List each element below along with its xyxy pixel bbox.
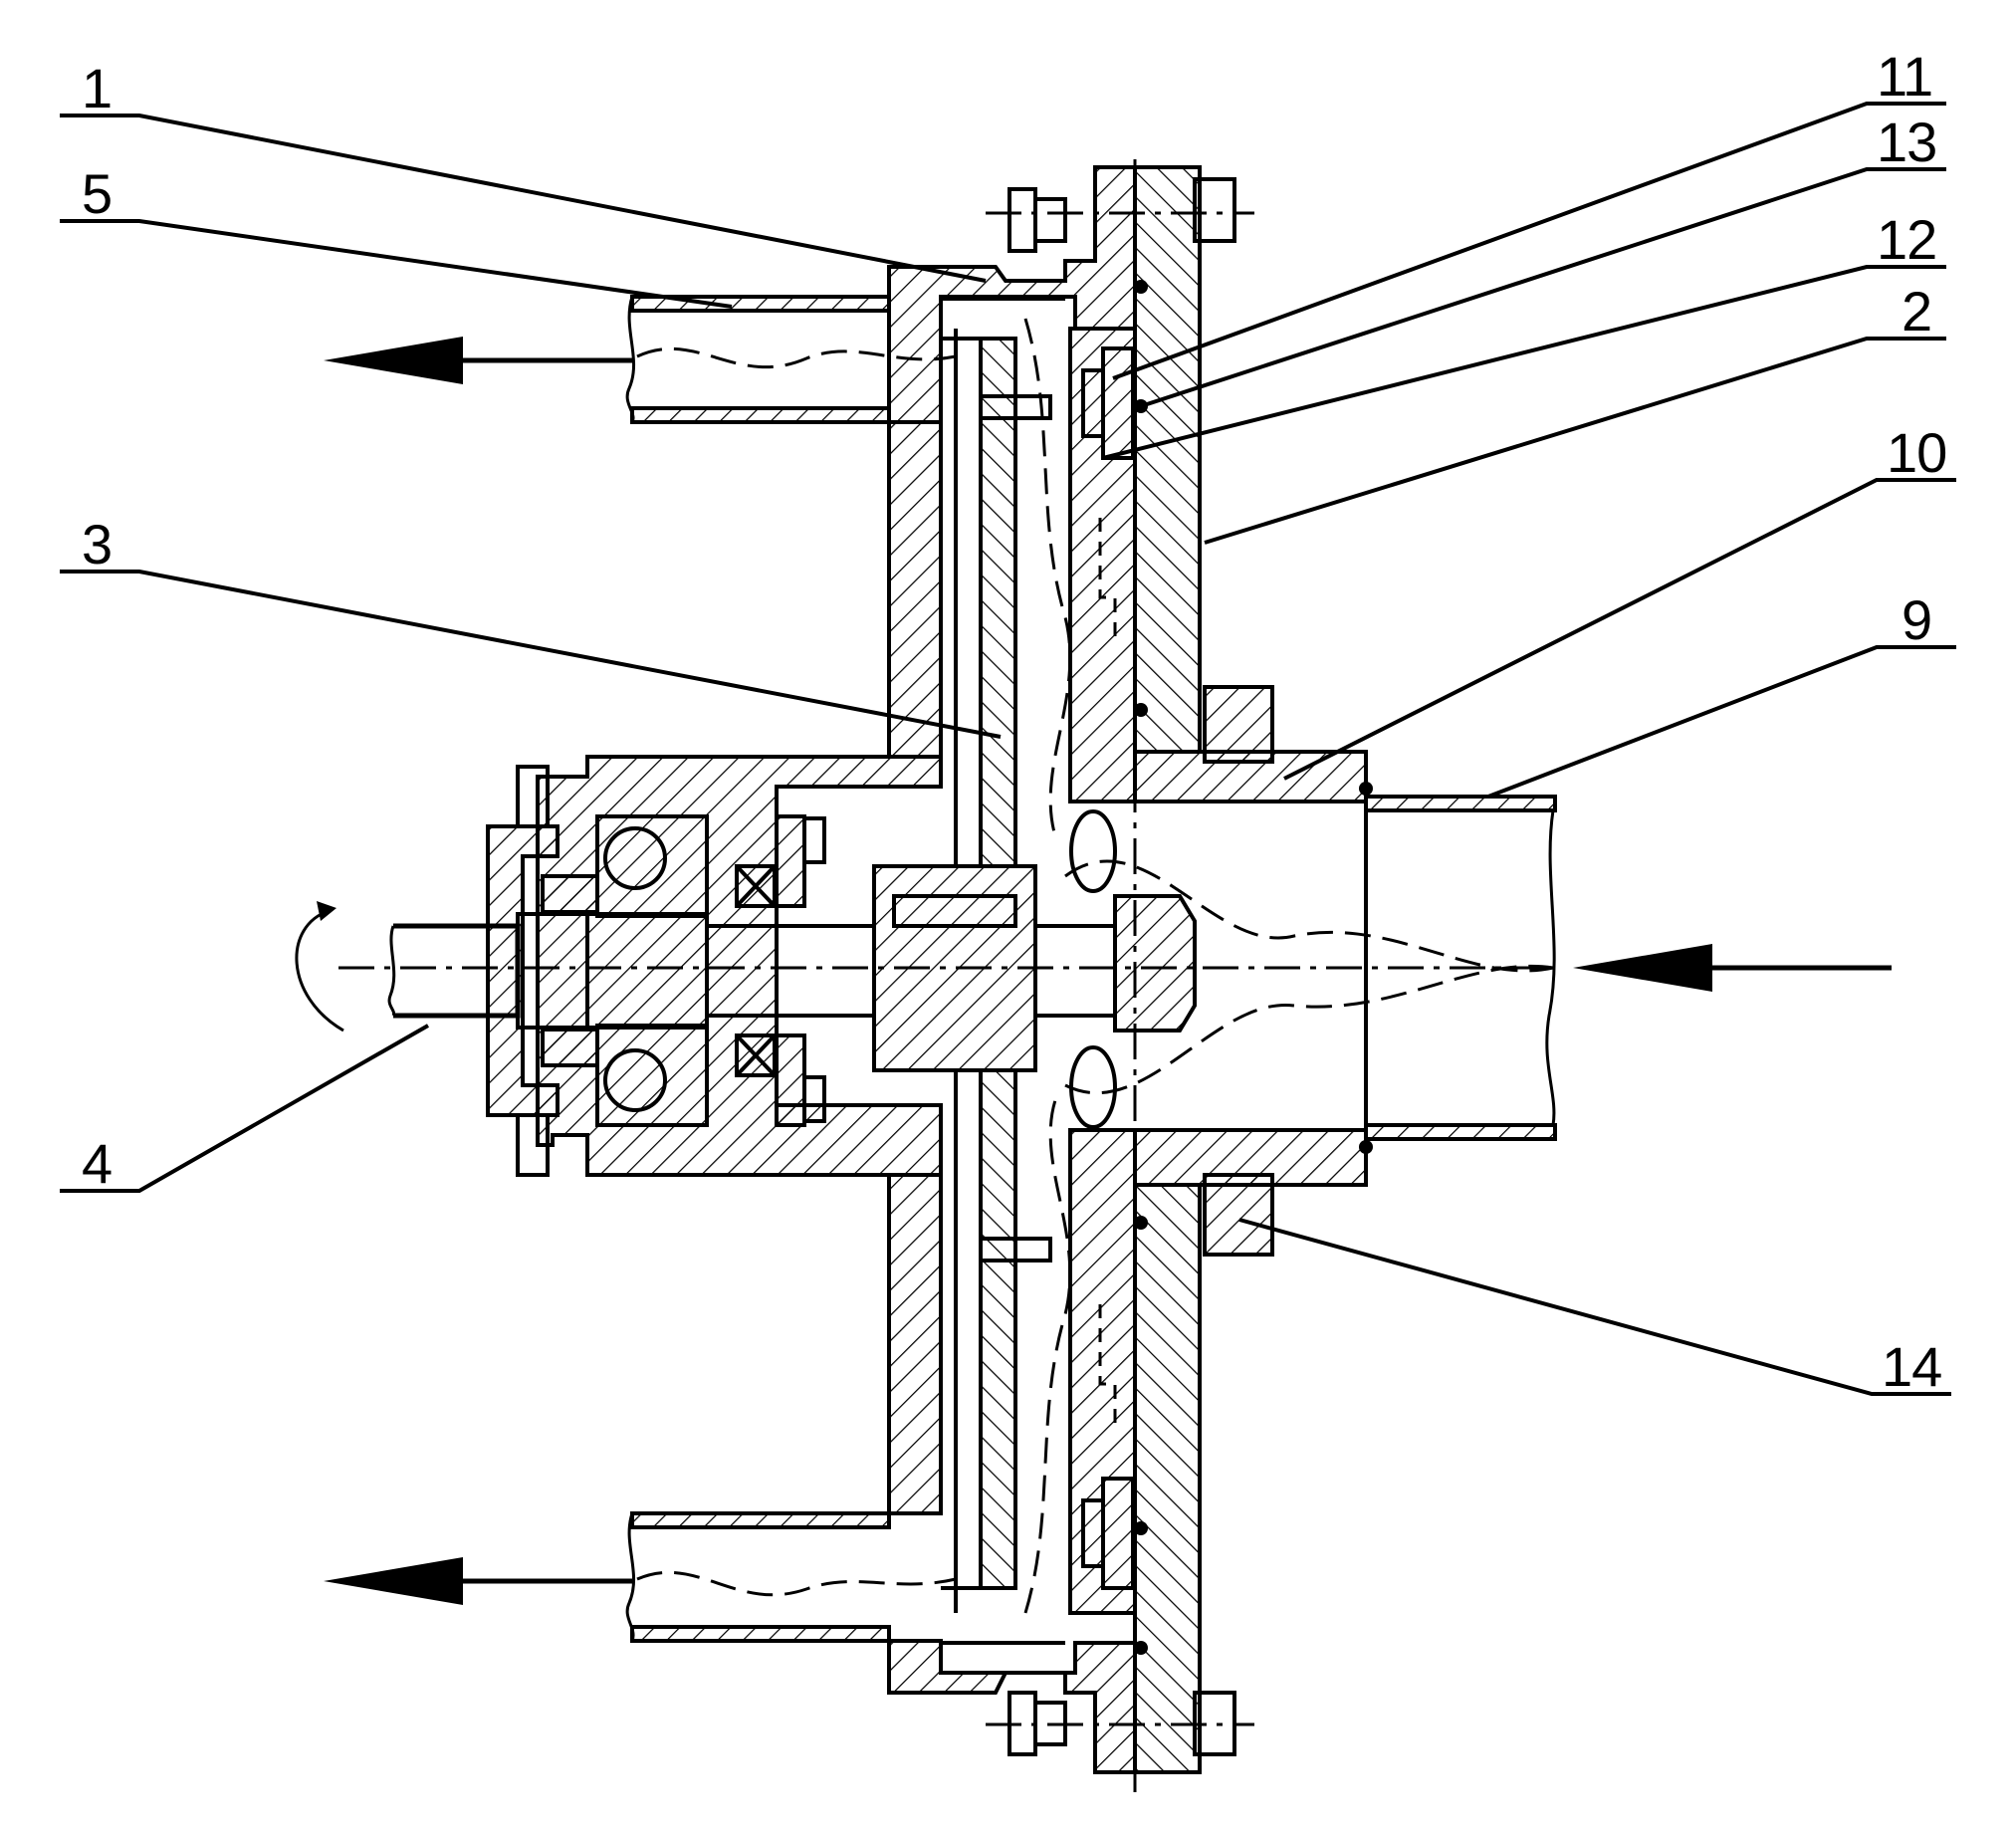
label-5: 5 bbox=[82, 162, 112, 225]
label-3: 3 bbox=[82, 513, 112, 575]
impeller-eye-vanes bbox=[1069, 809, 1117, 1129]
inlet-pipe-part-9 bbox=[1064, 795, 1557, 1141]
seal-pad-top bbox=[1081, 346, 1135, 460]
label-1: 1 bbox=[82, 57, 112, 119]
outlet-pipe-bottom bbox=[625, 1511, 957, 1643]
label-14: 14 bbox=[1882, 1335, 1941, 1398]
label-9: 9 bbox=[1902, 588, 1931, 651]
seal-pad-bottom bbox=[1081, 1477, 1135, 1590]
label-13: 13 bbox=[1877, 111, 1936, 173]
casing-part-1 bbox=[536, 165, 1137, 1774]
label-10: 10 bbox=[1887, 421, 1946, 484]
part-labels: 1 5 3 4 11 13 12 2 10 9 14 bbox=[82, 45, 1947, 1398]
label-4: 4 bbox=[82, 1132, 112, 1195]
flow-arrow-outlet-top bbox=[324, 337, 632, 384]
flow-arrow-outlet-bottom bbox=[324, 1557, 632, 1605]
bearing-assembly bbox=[486, 765, 709, 1177]
label-2: 2 bbox=[1902, 280, 1931, 343]
flow-arrow-inlet bbox=[1573, 944, 1892, 992]
shaft-seal bbox=[735, 814, 826, 1127]
label-12: 12 bbox=[1877, 208, 1936, 271]
leader-lines bbox=[60, 102, 1956, 1396]
impeller-part-3 bbox=[872, 318, 1072, 1614]
shaft-part-4 bbox=[387, 894, 1197, 1032]
cover-plate-part-2 bbox=[1068, 165, 1202, 1774]
label-11: 11 bbox=[1877, 45, 1932, 108]
rotation-arrow-icon bbox=[295, 901, 344, 1032]
